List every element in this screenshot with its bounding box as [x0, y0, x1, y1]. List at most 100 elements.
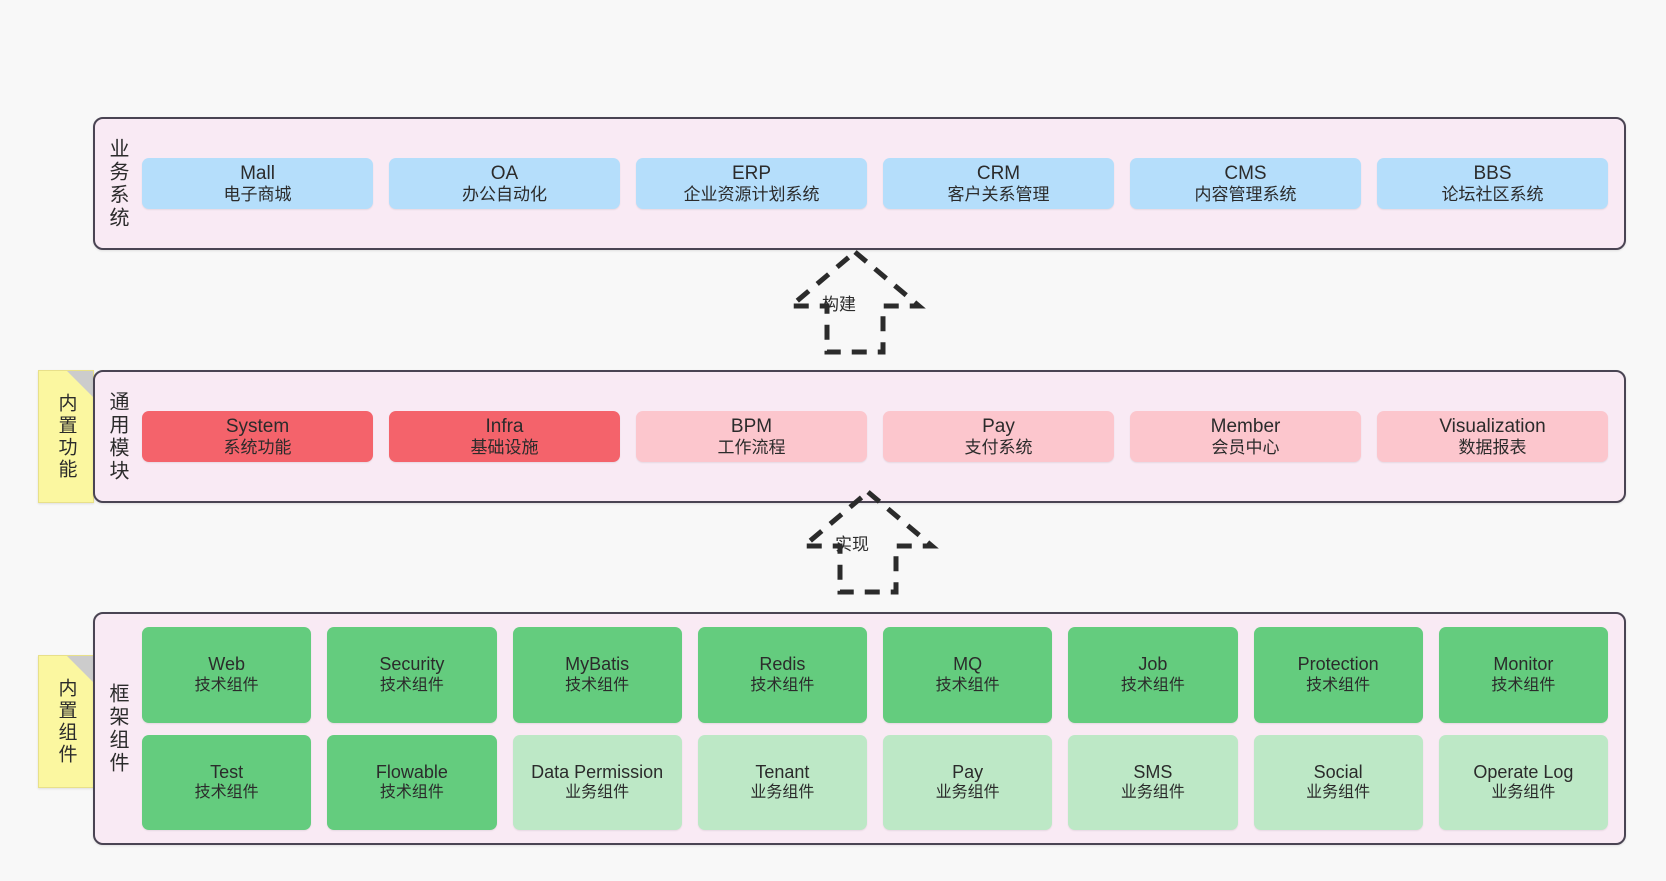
card-title: Visualization [1439, 415, 1546, 437]
connector-implement: 实现 [778, 488, 958, 598]
card-crm[interactable]: CRM 客户关系管理 [883, 157, 1114, 210]
card-web[interactable]: Web 技术组件 [142, 627, 312, 723]
card-subtitle: 业务组件 [935, 784, 1000, 802]
generalization-arrow-icon [797, 488, 939, 595]
generalization-arrow-icon [784, 248, 926, 355]
card-title: SMS [1133, 761, 1173, 782]
card-sms[interactable]: SMS 业务组件 [1068, 734, 1238, 830]
card-subtitle: 技术组件 [1491, 676, 1556, 694]
card-title: Redis [759, 654, 806, 675]
card-social[interactable]: Social 业务组件 [1253, 734, 1423, 830]
connector-label-implement: 实现 [835, 535, 869, 554]
card-subtitle: 基础设施 [470, 437, 539, 457]
card-pay-component[interactable]: Pay 业务组件 [883, 734, 1053, 830]
card-oa[interactable]: OA 办公自动化 [389, 157, 620, 210]
card-subtitle: 论坛社区系统 [1441, 184, 1544, 204]
card-system[interactable]: System 系统功能 [142, 410, 373, 463]
card-protection[interactable]: Protection 技术组件 [1253, 627, 1423, 723]
sticky-note-builtin-functions: 内置功能 [38, 370, 94, 503]
card-title: Flowable [375, 761, 448, 782]
sticky-note-builtin-components: 内置组件 [38, 655, 94, 788]
card-job[interactable]: Job 技术组件 [1068, 627, 1238, 723]
card-title: MyBatis [565, 654, 630, 675]
card-bbs[interactable]: BBS 论坛社区系统 [1377, 157, 1608, 210]
connector-label-build: 构建 [822, 295, 856, 314]
card-tenant[interactable]: Tenant 业务组件 [697, 734, 867, 830]
card-title: CMS [1224, 162, 1267, 184]
card-flowable[interactable]: Flowable 技术组件 [327, 734, 497, 830]
card-subtitle: 工作流程 [717, 437, 786, 457]
card-title: Monitor [1493, 654, 1554, 675]
card-subtitle: 技术组件 [750, 676, 815, 694]
card-subtitle: 业务组件 [1306, 784, 1371, 802]
card-subtitle: 技术组件 [1306, 676, 1371, 694]
card-subtitle: 内容管理系统 [1194, 184, 1297, 204]
card-operate-log[interactable]: Operate Log 业务组件 [1438, 734, 1608, 830]
card-subtitle: 客户关系管理 [947, 184, 1050, 204]
layer-title-framework-components: 框架组件 [106, 682, 128, 775]
card-subtitle: 业务组件 [750, 784, 815, 802]
card-title: Mall [240, 162, 275, 184]
card-title: Tenant [755, 761, 810, 782]
card-subtitle: 业务组件 [565, 784, 630, 802]
card-mq[interactable]: MQ 技术组件 [883, 627, 1053, 723]
card-grid-common-modules: System 系统功能 Infra 基础设施 BPM 工作流程 Pay 支付系统… [136, 372, 1624, 501]
card-security[interactable]: Security 技术组件 [327, 627, 497, 723]
card-visualization[interactable]: Visualization 数据报表 [1377, 410, 1608, 463]
card-title: Operate Log [1473, 761, 1574, 782]
card-member[interactable]: Member 会员中心 [1130, 410, 1361, 463]
card-title: Security [379, 654, 445, 675]
layer-title-business-system: 业务系统 [106, 137, 128, 230]
card-subtitle: 系统功能 [223, 437, 292, 457]
card-cms[interactable]: CMS 内容管理系统 [1130, 157, 1361, 210]
card-title: CRM [976, 162, 1021, 184]
card-mybatis[interactable]: MyBatis 技术组件 [512, 627, 682, 723]
card-title: Test [210, 761, 244, 782]
layer-business-system: 业务系统 Mall 电子商城 OA 办公自动化 ERP 企业资源计划系统 CRM… [93, 117, 1626, 250]
card-subtitle: 办公自动化 [462, 184, 547, 204]
card-subtitle: 技术组件 [379, 784, 444, 802]
card-subtitle: 技术组件 [1120, 676, 1185, 694]
card-grid-business-system: Mall 电子商城 OA 办公自动化 ERP 企业资源计划系统 CRM 客户关系… [136, 119, 1624, 248]
connector-build: 构建 [765, 248, 945, 358]
card-subtitle: 技术组件 [379, 676, 444, 694]
card-monitor[interactable]: Monitor 技术组件 [1438, 627, 1608, 723]
card-title: Protection [1297, 654, 1379, 675]
card-subtitle: 业务组件 [1120, 784, 1185, 802]
card-pay-module[interactable]: Pay 支付系统 [883, 410, 1114, 463]
card-title: Job [1138, 654, 1168, 675]
card-test[interactable]: Test 技术组件 [142, 734, 312, 830]
card-title: ERP [731, 162, 772, 184]
card-subtitle: 电子商城 [223, 184, 292, 204]
layer-title-common-modules: 通用模块 [106, 390, 128, 483]
card-subtitle: 技术组件 [194, 784, 259, 802]
card-title: BBS [1473, 162, 1512, 184]
card-subtitle: 会员中心 [1211, 437, 1280, 457]
card-infra[interactable]: Infra 基础设施 [389, 410, 620, 463]
card-title: Pay [982, 415, 1015, 437]
card-subtitle: 业务组件 [1491, 784, 1556, 802]
card-title: Data Permission [531, 761, 664, 782]
layer-common-modules: 通用模块 System 系统功能 Infra 基础设施 BPM 工作流程 Pay… [93, 370, 1626, 503]
card-subtitle: 企业资源计划系统 [683, 184, 820, 204]
card-subtitle: 数据报表 [1458, 437, 1527, 457]
card-subtitle: 支付系统 [964, 437, 1033, 457]
card-title: Pay [952, 761, 984, 782]
card-subtitle: 技术组件 [194, 676, 259, 694]
card-title: MQ [953, 654, 983, 675]
card-title: OA [490, 162, 519, 184]
card-subtitle: 技术组件 [565, 676, 630, 694]
card-mall[interactable]: Mall 电子商城 [142, 157, 373, 210]
card-grid-framework-components: Web 技术组件 Security 技术组件 MyBatis 技术组件 Redi… [136, 614, 1624, 843]
card-bpm[interactable]: BPM 工作流程 [636, 410, 867, 463]
card-title: Member [1210, 415, 1281, 437]
card-title: Infra [485, 415, 524, 437]
card-redis[interactable]: Redis 技术组件 [697, 627, 867, 723]
card-erp[interactable]: ERP 企业资源计划系统 [636, 157, 867, 210]
card-data-permission[interactable]: Data Permission 业务组件 [512, 734, 682, 830]
card-title: System [225, 415, 290, 437]
card-title: BPM [730, 415, 773, 437]
card-subtitle: 技术组件 [935, 676, 1000, 694]
card-title: Social [1313, 761, 1363, 782]
